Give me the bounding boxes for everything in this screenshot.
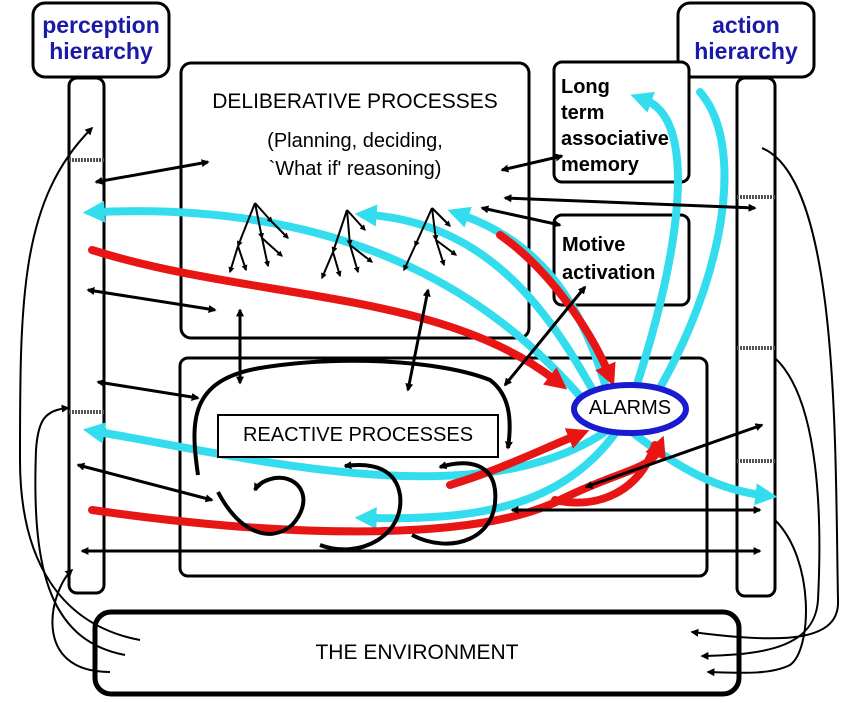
env-loop <box>51 568 111 673</box>
deliberative-title: DELIBERATIVE PROCESSES <box>212 90 498 113</box>
reasoning-tree <box>228 202 289 274</box>
connection-arrow <box>94 159 210 185</box>
environment-label: THE ENVIRONMENT <box>315 641 519 664</box>
reasoning-tree <box>321 209 373 280</box>
reactive-curl <box>411 461 498 546</box>
cyan-flow <box>82 422 612 481</box>
connection-arrow <box>96 379 200 401</box>
environment-loops <box>18 126 840 677</box>
env-loop <box>700 357 821 660</box>
red-flow <box>88 246 568 390</box>
reactive-title: REACTIVE PROCESSES <box>242 424 474 446</box>
memory-line: memory <box>561 154 639 176</box>
reactive-curl <box>216 475 306 536</box>
connection-arrow <box>584 423 764 489</box>
action-title: action hierarchy <box>678 12 814 65</box>
connection-arrow <box>503 194 757 212</box>
environment-box <box>92 609 742 697</box>
env-loop <box>18 126 141 641</box>
deliberative-subtitle-2: `What if' reasoning) <box>268 158 442 180</box>
memory-line: Long <box>561 76 610 98</box>
env-loop <box>34 404 126 656</box>
perception-title: perception hierarchy <box>33 12 169 65</box>
deliberative-subtitle-1: (Planning, deciding, <box>267 130 443 152</box>
reasoning-tree <box>403 207 457 272</box>
red-flow <box>446 428 590 489</box>
memory-line: associative <box>561 128 669 150</box>
connection-arrow <box>500 153 564 173</box>
action-column <box>735 76 777 598</box>
reactive-label-box <box>217 414 499 458</box>
cyan-flow <box>636 88 729 424</box>
connection-arrow <box>405 288 431 392</box>
motive-box <box>552 213 691 307</box>
connections <box>76 153 764 555</box>
memory-box <box>552 60 691 184</box>
perception-column <box>67 76 106 595</box>
connection-arrow <box>503 285 587 387</box>
reactive-loop <box>192 358 513 476</box>
connection-arrow <box>86 287 217 313</box>
alarms-label: ALARMS <box>588 397 672 419</box>
memory-label: Long term associative memory <box>561 74 669 178</box>
motive-label: Motive activation <box>562 231 655 287</box>
action-title-line1: action <box>712 12 780 38</box>
perception-title-box <box>31 1 171 79</box>
env-loop <box>706 519 807 677</box>
env-loop <box>690 147 840 640</box>
motive-line2: activation <box>562 262 656 284</box>
connection-arrow <box>480 205 562 228</box>
perception-title-line2: hierarchy <box>49 38 153 65</box>
motive-line1: Motive <box>562 234 626 256</box>
action-title-line2: hierarchy <box>694 38 798 65</box>
deliberative-trees <box>228 202 457 280</box>
connection-arrow <box>76 462 214 503</box>
memory-line: term <box>561 102 605 124</box>
perception-title-line1: perception <box>42 12 160 38</box>
